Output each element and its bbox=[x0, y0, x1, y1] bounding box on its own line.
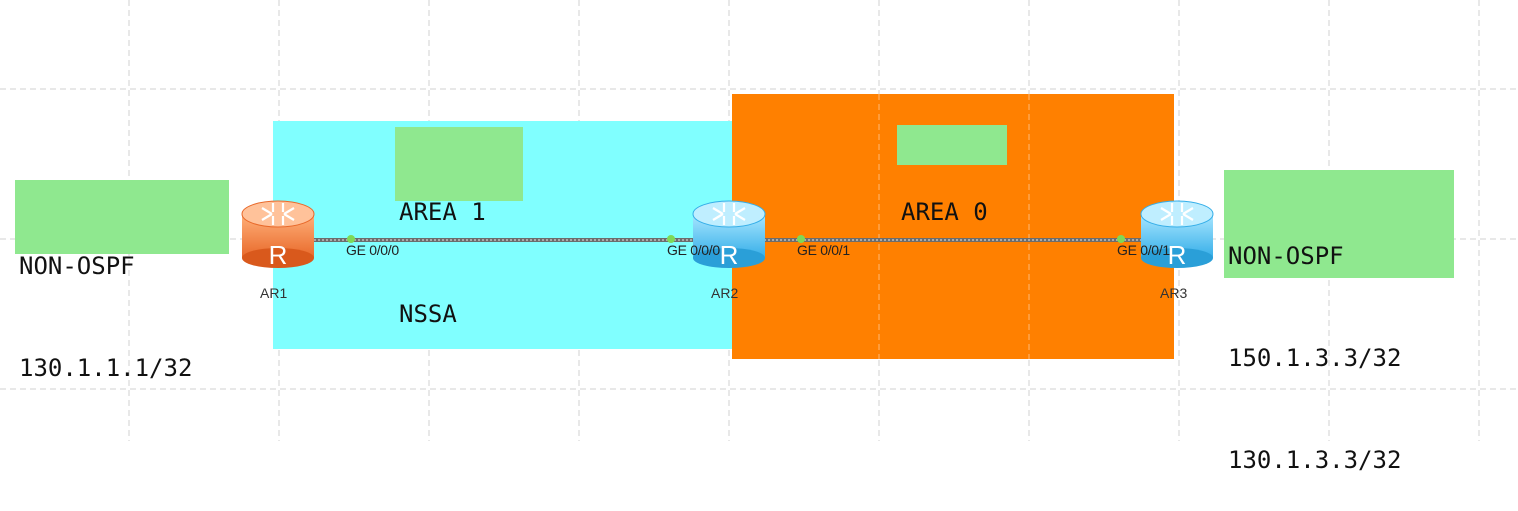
right-note-line-2: 150.1.3.3/32 bbox=[1228, 344, 1402, 372]
svg-text:R: R bbox=[1168, 240, 1187, 270]
svg-text:R: R bbox=[720, 240, 739, 270]
left-note-line-1: NON-OSPF bbox=[19, 252, 135, 280]
port-status-dot bbox=[347, 235, 355, 243]
topology-canvas: R R R bbox=[241, 200, 1214, 270]
port-status-dot bbox=[1117, 235, 1125, 243]
left-note-line-2: 130.1.1.1/32 bbox=[19, 354, 193, 382]
port-status-dot bbox=[797, 235, 805, 243]
port-label-ar1-ge0-0-0: GE 0/0/0 bbox=[346, 242, 399, 258]
router-icon[interactable]: R bbox=[692, 200, 766, 270]
router-icon[interactable]: R bbox=[241, 200, 315, 270]
area-1-label-line-1: AREA 1 bbox=[399, 198, 486, 226]
area-0-label[interactable]: AREA 0 bbox=[897, 125, 1007, 226]
port-label-ar2-ge0-0-1: GE 0/0/1 bbox=[797, 242, 850, 258]
right-note-line-3: 130.1.3.3/32 bbox=[1228, 446, 1402, 474]
right-note-line-1: NON-OSPF bbox=[1228, 242, 1344, 270]
port-label-ar2-ge0-0-0: GE 0/0/0 bbox=[667, 242, 720, 258]
svg-text:R: R bbox=[269, 240, 288, 270]
port-status-dot bbox=[667, 235, 675, 243]
router-name-ar2: AR2 bbox=[711, 285, 739, 301]
router-icon[interactable]: R bbox=[1140, 200, 1214, 270]
left-non-ospf-note[interactable]: NON-OSPF 130.1.1.1/32 bbox=[15, 180, 229, 382]
router-name-ar1: AR1 bbox=[260, 285, 288, 301]
port-label-ar3-ge0-0-1: GE 0/0/1 bbox=[1117, 242, 1170, 258]
right-non-ospf-note[interactable]: NON-OSPF 150.1.3.3/32 130.1.3.3/32 bbox=[1224, 170, 1454, 474]
area-1-label-line-2: NSSA bbox=[399, 300, 457, 328]
area-1-label[interactable]: AREA 1 NSSA bbox=[395, 127, 523, 328]
router-name-ar3: AR3 bbox=[1160, 285, 1188, 301]
area-0-label-line-1: AREA 0 bbox=[901, 198, 988, 226]
